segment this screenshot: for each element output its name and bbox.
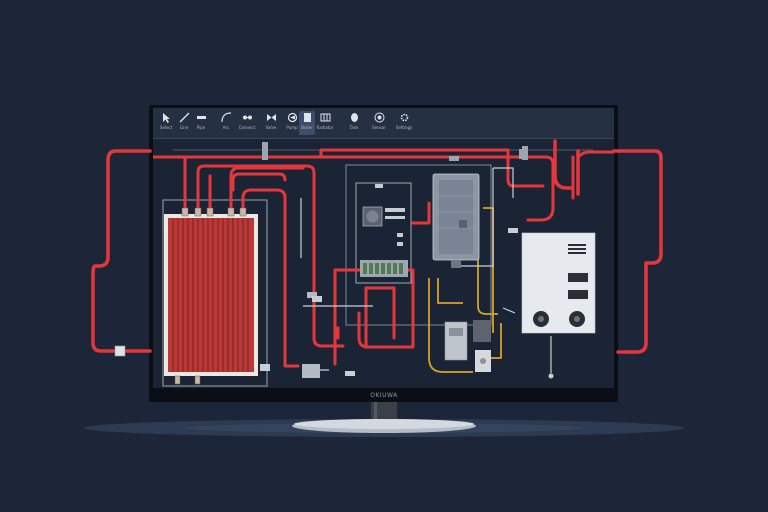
toolbar-button-connector[interactable]: Connect <box>239 111 255 135</box>
boiler-icon <box>303 113 311 122</box>
sensor-icon <box>374 112 384 123</box>
toolbar-button-label: Sensor <box>372 125 386 130</box>
toolbar-button-pipe[interactable]: Pipe <box>193 111 209 135</box>
toolbar-button-label: Valve <box>265 125 277 130</box>
toolbar-button-label: Radiator <box>316 125 334 130</box>
toolbar-button-boiler[interactable]: Boiler <box>299 111 315 135</box>
toolbar-button-label: Tank <box>349 125 359 130</box>
toolbar-button-label: Pump <box>286 125 298 130</box>
connector-icon <box>242 115 252 120</box>
toolbar-button-gear[interactable]: Settings <box>396 111 412 135</box>
cursor-icon <box>162 113 170 123</box>
toolbar-button-valve[interactable]: Valve <box>263 111 279 135</box>
toolbar-button-label: Connect <box>238 125 256 130</box>
toolbar-button-radiator[interactable]: Radiator <box>317 111 333 135</box>
control-enclosure <box>345 164 492 326</box>
monitor-brand-label: OKIUWA <box>370 392 398 399</box>
pipe-icon <box>196 116 206 119</box>
toolbar-button-label: Select <box>159 125 173 130</box>
valve-icon <box>266 114 276 121</box>
radiator-frame <box>162 199 268 387</box>
control-panel-contents <box>360 184 408 277</box>
line-icon <box>179 112 189 123</box>
toolbar-button-arc[interactable]: Arc <box>218 111 234 135</box>
toolbar-button-label: Boiler <box>301 125 313 130</box>
toolbar-button-label: Arc <box>222 125 230 130</box>
expansion-unit <box>444 320 491 372</box>
boiler-unit <box>432 156 480 268</box>
toolbar-button-label: Line <box>179 125 189 130</box>
gear-icon <box>400 113 408 122</box>
toolbar-button-cursor[interactable]: Select <box>158 111 174 135</box>
toolbar-button-sensor[interactable]: Sensor <box>371 111 387 135</box>
radiator-unit <box>164 207 258 385</box>
pump-icon <box>287 112 297 123</box>
toolbar-button-label: Settings <box>395 125 413 130</box>
arc-icon <box>220 112 231 123</box>
control-panel <box>355 182 412 284</box>
toolbar-button-tank[interactable]: Tank <box>346 111 362 135</box>
wall-heater-unit <box>521 232 596 334</box>
toolbar-button-label: Pipe <box>196 125 206 130</box>
tank-icon <box>350 113 358 122</box>
toolbar-button-pump[interactable]: Pump <box>284 111 300 135</box>
schematic-canvas[interactable] <box>153 138 614 388</box>
toolbar-button-line[interactable]: Line <box>176 111 192 135</box>
radiator-icon <box>320 113 330 122</box>
